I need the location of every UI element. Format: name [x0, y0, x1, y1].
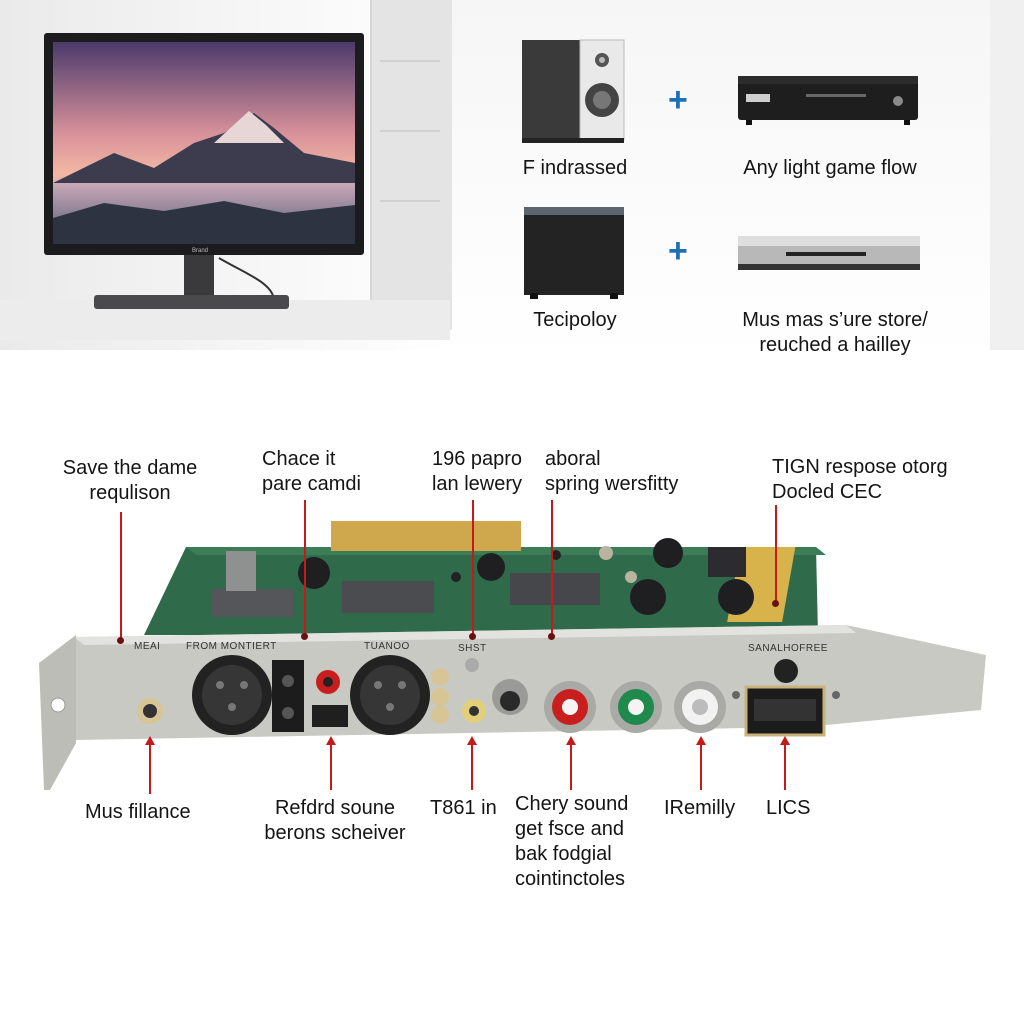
- arrow-bottom-4: [566, 736, 576, 745]
- bracket-label-left: MEAI: [134, 641, 161, 652]
- product-label-subwoofer: Tecipoloy: [533, 309, 617, 331]
- callout-bottom-5: IRemilly: [664, 797, 736, 819]
- leader-dot-top-2: [301, 633, 308, 640]
- callout-bottom-6: LICS: [766, 797, 811, 819]
- plus-icon-bottom: +: [668, 232, 688, 270]
- leader-line-bottom-3: [471, 744, 473, 790]
- arrow-bottom-5: [696, 736, 706, 745]
- product-label-player: Mus mas s’ure store/ reuched a hailley: [742, 309, 928, 356]
- plus-icon-top: +: [668, 81, 688, 119]
- callout-bottom-1: Mus fillance: [85, 801, 191, 823]
- bracket-label-xlr-right: TUANOO: [364, 641, 410, 652]
- leader-dot-top-1: [117, 637, 124, 644]
- arrow-bottom-3: [467, 736, 477, 745]
- leader-line-top-4: [551, 500, 553, 636]
- bracket-label-right: SANALHOFREE: [748, 643, 828, 654]
- callout-bottom-4: Chery sound get fsce and bak fodgial coi…: [515, 793, 629, 890]
- right-wall: [990, 0, 1024, 350]
- callout-bottom-3: T861 in: [430, 797, 497, 819]
- arrow-bottom-1: [145, 736, 155, 745]
- receiver-device: [736, 70, 922, 130]
- leader-line-bottom-5: [700, 744, 702, 790]
- subwoofer-device: [522, 205, 626, 301]
- callout-top-3: 196 papro lan lewery: [431, 448, 523, 495]
- arrow-bottom-2: [326, 736, 336, 745]
- leader-line-bottom-4: [570, 744, 572, 790]
- monitor: Brand: [44, 33, 364, 309]
- leader-line-bottom-2: [330, 744, 332, 790]
- bracket-label-small-jack: SHST: [458, 643, 487, 654]
- leader-line-top-5: [775, 505, 777, 603]
- leader-dot-top-4: [548, 633, 555, 640]
- leader-line-bottom-1: [149, 744, 151, 794]
- monitor-brand: Brand: [192, 248, 208, 254]
- leader-dot-top-3: [469, 633, 476, 640]
- leader-line-top-1: [120, 512, 122, 640]
- leader-line-top-3: [472, 500, 474, 636]
- leader-line-top-2: [304, 500, 306, 636]
- sound-card-illustration: [39, 521, 986, 790]
- speaker-device: [520, 38, 630, 148]
- callout-top-1: Save the dame requlison: [62, 457, 198, 504]
- product-label-receiver: Any light game flow: [743, 157, 917, 179]
- leader-dot-top-5: [772, 600, 779, 607]
- callout-top-2: Chace it pare camdi: [262, 448, 361, 495]
- arrow-bottom-6: [780, 736, 790, 745]
- product-label-speaker: F indrassed: [522, 157, 628, 179]
- bracket-label-xlr-left: FROM MONTIERT: [186, 641, 277, 652]
- callout-bottom-2: Refdrd soune berons scheiver: [264, 797, 406, 844]
- sound-card: [36, 515, 988, 790]
- callout-top-5: TIGN respose otorg Docled CEC: [772, 456, 948, 503]
- leader-line-bottom-6: [784, 744, 786, 790]
- callout-top-4: aboral spring wersfitty: [545, 448, 679, 495]
- monitor-illustration: Brand: [44, 33, 364, 309]
- media-player-device: [736, 232, 922, 274]
